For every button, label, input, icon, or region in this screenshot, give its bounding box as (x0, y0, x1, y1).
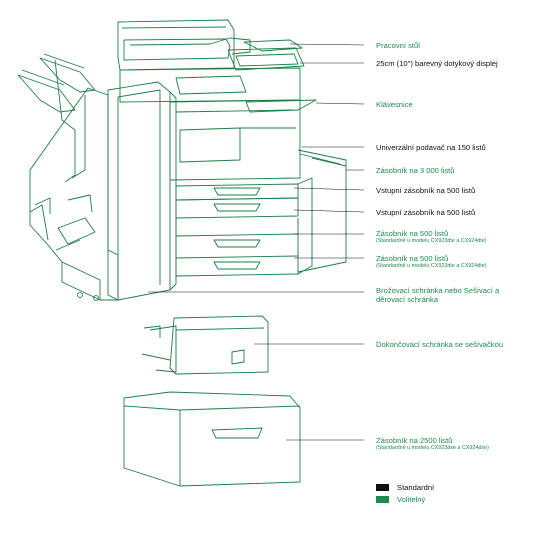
label-zasobnik-500-b-title: Zásobník na 500 listů (376, 254, 449, 263)
label-dokoncovaci: Dokončovací schránka se sešívačkou (376, 340, 504, 349)
tray-2500 (123, 391, 301, 487)
label-pracovni-stul: Pracovní stůl (376, 41, 420, 50)
staple-finisher (141, 315, 269, 375)
label-zasobnik-500-b: Zásobník na 500 listů (Standardně u mode… (376, 254, 487, 270)
legend-optional-label: Volitelný (397, 495, 426, 504)
label-zasobnik-2500-title: Zásobník na 2500 listů (376, 436, 453, 445)
label-vstupni-zasobnik-2: Vstupní zásobník na 500 listů (376, 208, 476, 217)
label-zasobnik-2500: Zásobník na 2500 listů (Standardně u mod… (376, 436, 489, 452)
label-zasobnik-2500-note: (Standardně u modelu CX923dxe a CX924dxe… (376, 445, 489, 451)
label-brozovaci-line2: děrovací schránka (376, 295, 439, 304)
keyboard-tray-shape (245, 99, 317, 113)
label-zasobnik-500-b-note: (Standardně u modelu CX923dte a CX924dte… (376, 263, 487, 269)
label-displej: 25cm (10") barevný dotykový displej (376, 59, 498, 68)
touch-display-shape (227, 47, 305, 71)
label-podavac: Univerzální podavač na 150 listů (376, 143, 486, 152)
label-klavesnice: Klávesnice (376, 100, 413, 109)
label-zasobnik-500-a-note: (Standardně u modelu CX923dte a CX924dte… (376, 238, 487, 244)
legend-standard-label: Standardní (397, 483, 435, 492)
legend-optional-swatch (376, 496, 389, 503)
label-brozovaci: Brožovací schránka nebo Sešívací a děrov… (376, 286, 499, 304)
label-brozovaci-line1: Brožovací schránka nebo Sešívací a (376, 286, 500, 295)
leader-lines (148, 43, 365, 441)
printer-body (117, 19, 347, 277)
label-zasobnik-3000: Zásobník na 3 000 listů (376, 166, 455, 175)
work-desk-shape (243, 39, 303, 52)
finisher-tower (107, 81, 177, 301)
label-zasobnik-500-a: Zásobník na 500 listů (Standardně u mode… (376, 229, 487, 245)
label-vstupni-zasobnik-1: Vstupní zásobník na 500 listů (376, 186, 476, 195)
booklet-finisher (17, 53, 119, 301)
legend-standard-swatch (376, 484, 389, 491)
label-zasobnik-500-a-title: Zásobník na 500 listů (376, 229, 449, 238)
